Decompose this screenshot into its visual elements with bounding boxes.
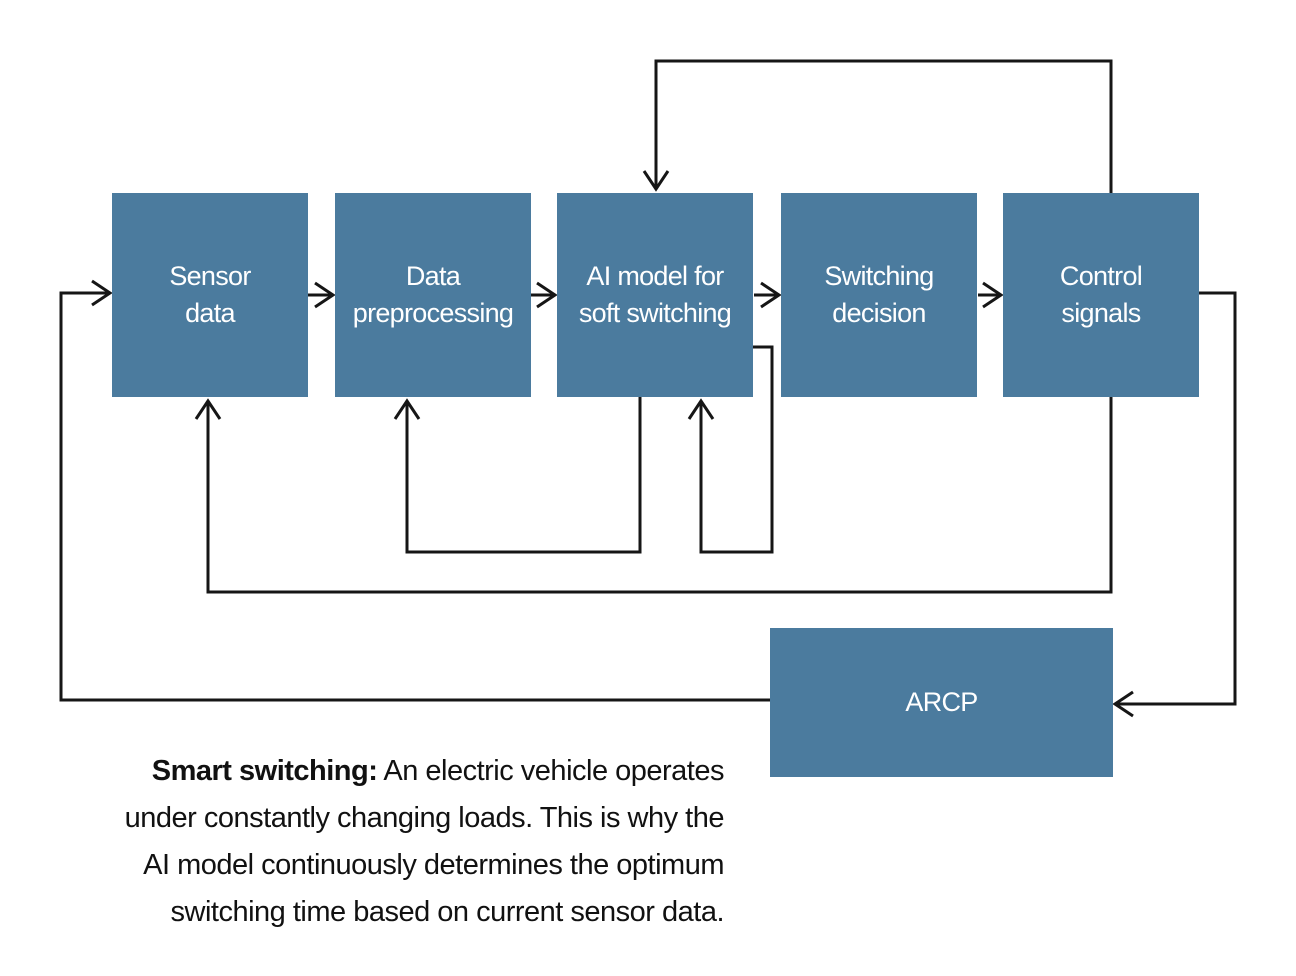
box-data-preprocessing: Data preprocessing	[335, 193, 531, 397]
arrowhead-up-icon	[687, 398, 715, 420]
arrowhead-up-icon	[393, 398, 421, 420]
box-arcp-label: ARCP	[905, 687, 978, 717]
arrowhead-up-icon	[194, 398, 222, 420]
caption-lead-bold: Smart switching:	[151, 755, 378, 787]
arrow-ai-model-self-loop	[687, 345, 774, 554]
arrow-arcp-to-sensor-data	[59, 279, 770, 702]
arrowhead-down-icon	[642, 170, 670, 192]
box-control-signals-label: Control signals	[1059, 261, 1143, 328]
arrow-sensor-to-preprocessing	[308, 281, 336, 309]
arrow-switching-decision-to-control-signals	[978, 281, 1004, 309]
arrow-ai-model-to-switching-decision	[754, 281, 782, 309]
box-ai-model-label: AI model for soft switching	[578, 261, 732, 328]
figure-caption: Smart switching: An electric vehicle ope…	[24, 748, 725, 936]
arrowhead-right-icon	[536, 281, 558, 309]
arrowhead-right-icon	[982, 281, 1004, 309]
arrow-ai-model-to-preprocessing-bottom	[393, 397, 642, 554]
arrowhead-right-icon	[760, 281, 782, 309]
caption-body: An electric vehicle operates under const…	[124, 755, 725, 928]
arrow-control-signals-to-ai-model-top	[642, 59, 1113, 193]
box-ai-model: AI model for soft switching	[557, 193, 753, 397]
arrowhead-right-icon	[91, 279, 113, 307]
arrow-preprocessing-to-ai-model	[531, 281, 558, 309]
box-sensor-data: Sensor data	[112, 193, 308, 397]
arrowhead-left-icon	[1112, 690, 1134, 718]
box-switching-decision-label: Switching decision	[824, 261, 934, 328]
box-sensor-data-label: Sensor data	[169, 261, 251, 328]
box-switching-decision: Switching decision	[781, 193, 977, 397]
box-control-signals: Control signals	[1003, 193, 1199, 397]
box-data-preprocessing-label: Data preprocessing	[352, 261, 514, 328]
arrow-control-signals-to-arcp	[1112, 291, 1237, 718]
arrowhead-right-icon	[314, 281, 336, 309]
arrow-control-signals-to-sensor-data-bottom	[194, 397, 1113, 594]
box-arcp: ARCP	[770, 628, 1113, 777]
